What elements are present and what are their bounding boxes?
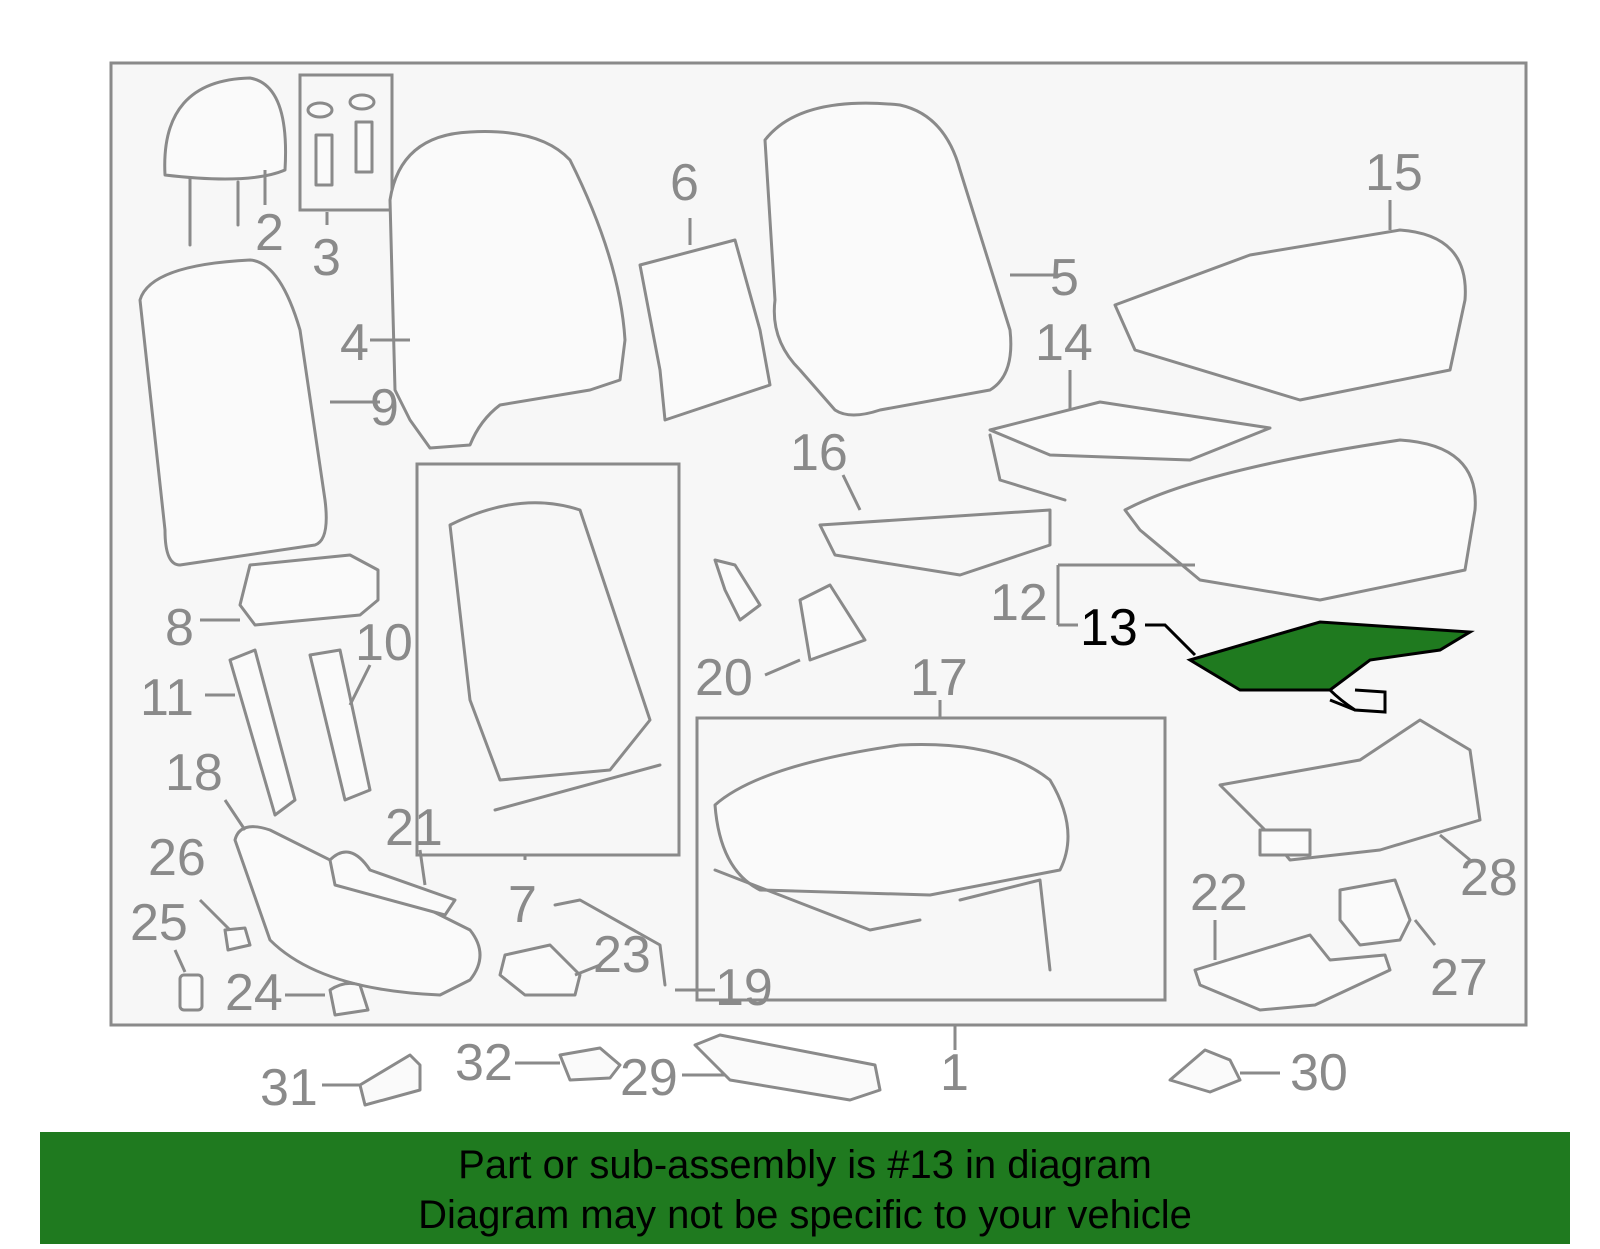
callout-label: 26 <box>148 829 206 887</box>
part-back-panel <box>138 258 328 567</box>
part-trim-10 <box>308 648 372 802</box>
part-seat-frame <box>448 501 652 782</box>
callout-label: 6 <box>670 154 699 212</box>
part-back-cover <box>388 130 627 450</box>
part-headrest <box>163 76 288 247</box>
part-springs <box>818 508 1052 577</box>
part-module <box>1338 878 1412 947</box>
callout-label: 31 <box>260 1059 318 1117</box>
banner-line-1: Part or sub-assembly is #13 in diagram <box>458 1143 1152 1187</box>
callout-label: 24 <box>225 964 283 1022</box>
callout-label: 15 <box>1365 144 1423 202</box>
callout-label: 12 <box>990 574 1048 632</box>
info-banner: Part or sub-assembly is #13 in diagram D… <box>40 1132 1570 1244</box>
callout-label: 32 <box>455 1034 513 1092</box>
callout-label: 29 <box>620 1049 678 1107</box>
part-13-highlighted <box>1186 620 1475 692</box>
part-back-cushion <box>763 101 1013 417</box>
callout-label: 1 <box>940 1044 969 1102</box>
part-knob-26 <box>223 926 252 952</box>
part-29 <box>693 1033 882 1102</box>
part-32 <box>558 1046 622 1082</box>
part-bracket-20 <box>798 583 867 662</box>
callout-labels: 1 2 3 4 5 6 7 8 9 10 11 12 13 14 15 16 1… <box>130 144 1518 1117</box>
part-lower-trim <box>328 850 457 917</box>
part-bracket-23 <box>498 943 582 997</box>
callout-label: 9 <box>370 379 399 437</box>
part-bracket-small <box>713 558 762 622</box>
callout-label: 10 <box>355 614 413 672</box>
part-trim-11 <box>228 648 297 817</box>
part-side-shield <box>233 825 482 997</box>
callout-label: 21 <box>385 799 443 857</box>
part-bracket-22 <box>1193 933 1392 1012</box>
callout-label: 27 <box>1430 949 1488 1007</box>
callout-label: 16 <box>790 424 848 482</box>
callout-label: 23 <box>593 926 651 984</box>
part-rod-19 <box>553 898 667 987</box>
part-bolts <box>306 93 376 187</box>
part-31 <box>358 1053 422 1107</box>
callout-label: 20 <box>695 649 753 707</box>
callout-label callout-highlighted: 13 <box>1080 599 1138 657</box>
callout-label: 22 <box>1190 864 1248 922</box>
part-cushion-top <box>1113 228 1467 402</box>
part-knob-24 <box>328 981 370 1017</box>
callout-label: 19 <box>715 959 773 1017</box>
callout-label: 30 <box>1290 1044 1348 1102</box>
callout-label: 11 <box>140 669 194 727</box>
box-frame-7 <box>415 462 681 857</box>
part-30 <box>1168 1048 1242 1094</box>
callout-label: 25 <box>130 894 188 952</box>
callout-label: 8 <box>165 599 194 657</box>
part-heater-mat <box>988 400 1272 462</box>
callout-label: 18 <box>165 744 223 802</box>
callout-label: 28 <box>1460 849 1518 907</box>
box-bolts-3 <box>298 73 394 212</box>
box-track-17 <box>695 716 1167 1002</box>
part-lumbar <box>238 553 380 627</box>
callout-label: 7 <box>508 876 537 934</box>
part-knob-25 <box>178 973 204 1012</box>
part-cushion-pad <box>1123 438 1477 602</box>
callout-label: 2 <box>255 204 284 262</box>
callout-label: 4 <box>340 314 369 372</box>
callout-label: 5 <box>1050 249 1079 307</box>
callout-label: 3 <box>312 229 341 287</box>
part-pad <box>638 238 772 422</box>
callout-label: 17 <box>910 649 968 707</box>
callout-label: 14 <box>1035 314 1093 372</box>
leader-lines <box>173 170 1471 1087</box>
banner-line-2: Diagram may not be specific to your vehi… <box>418 1193 1192 1237</box>
